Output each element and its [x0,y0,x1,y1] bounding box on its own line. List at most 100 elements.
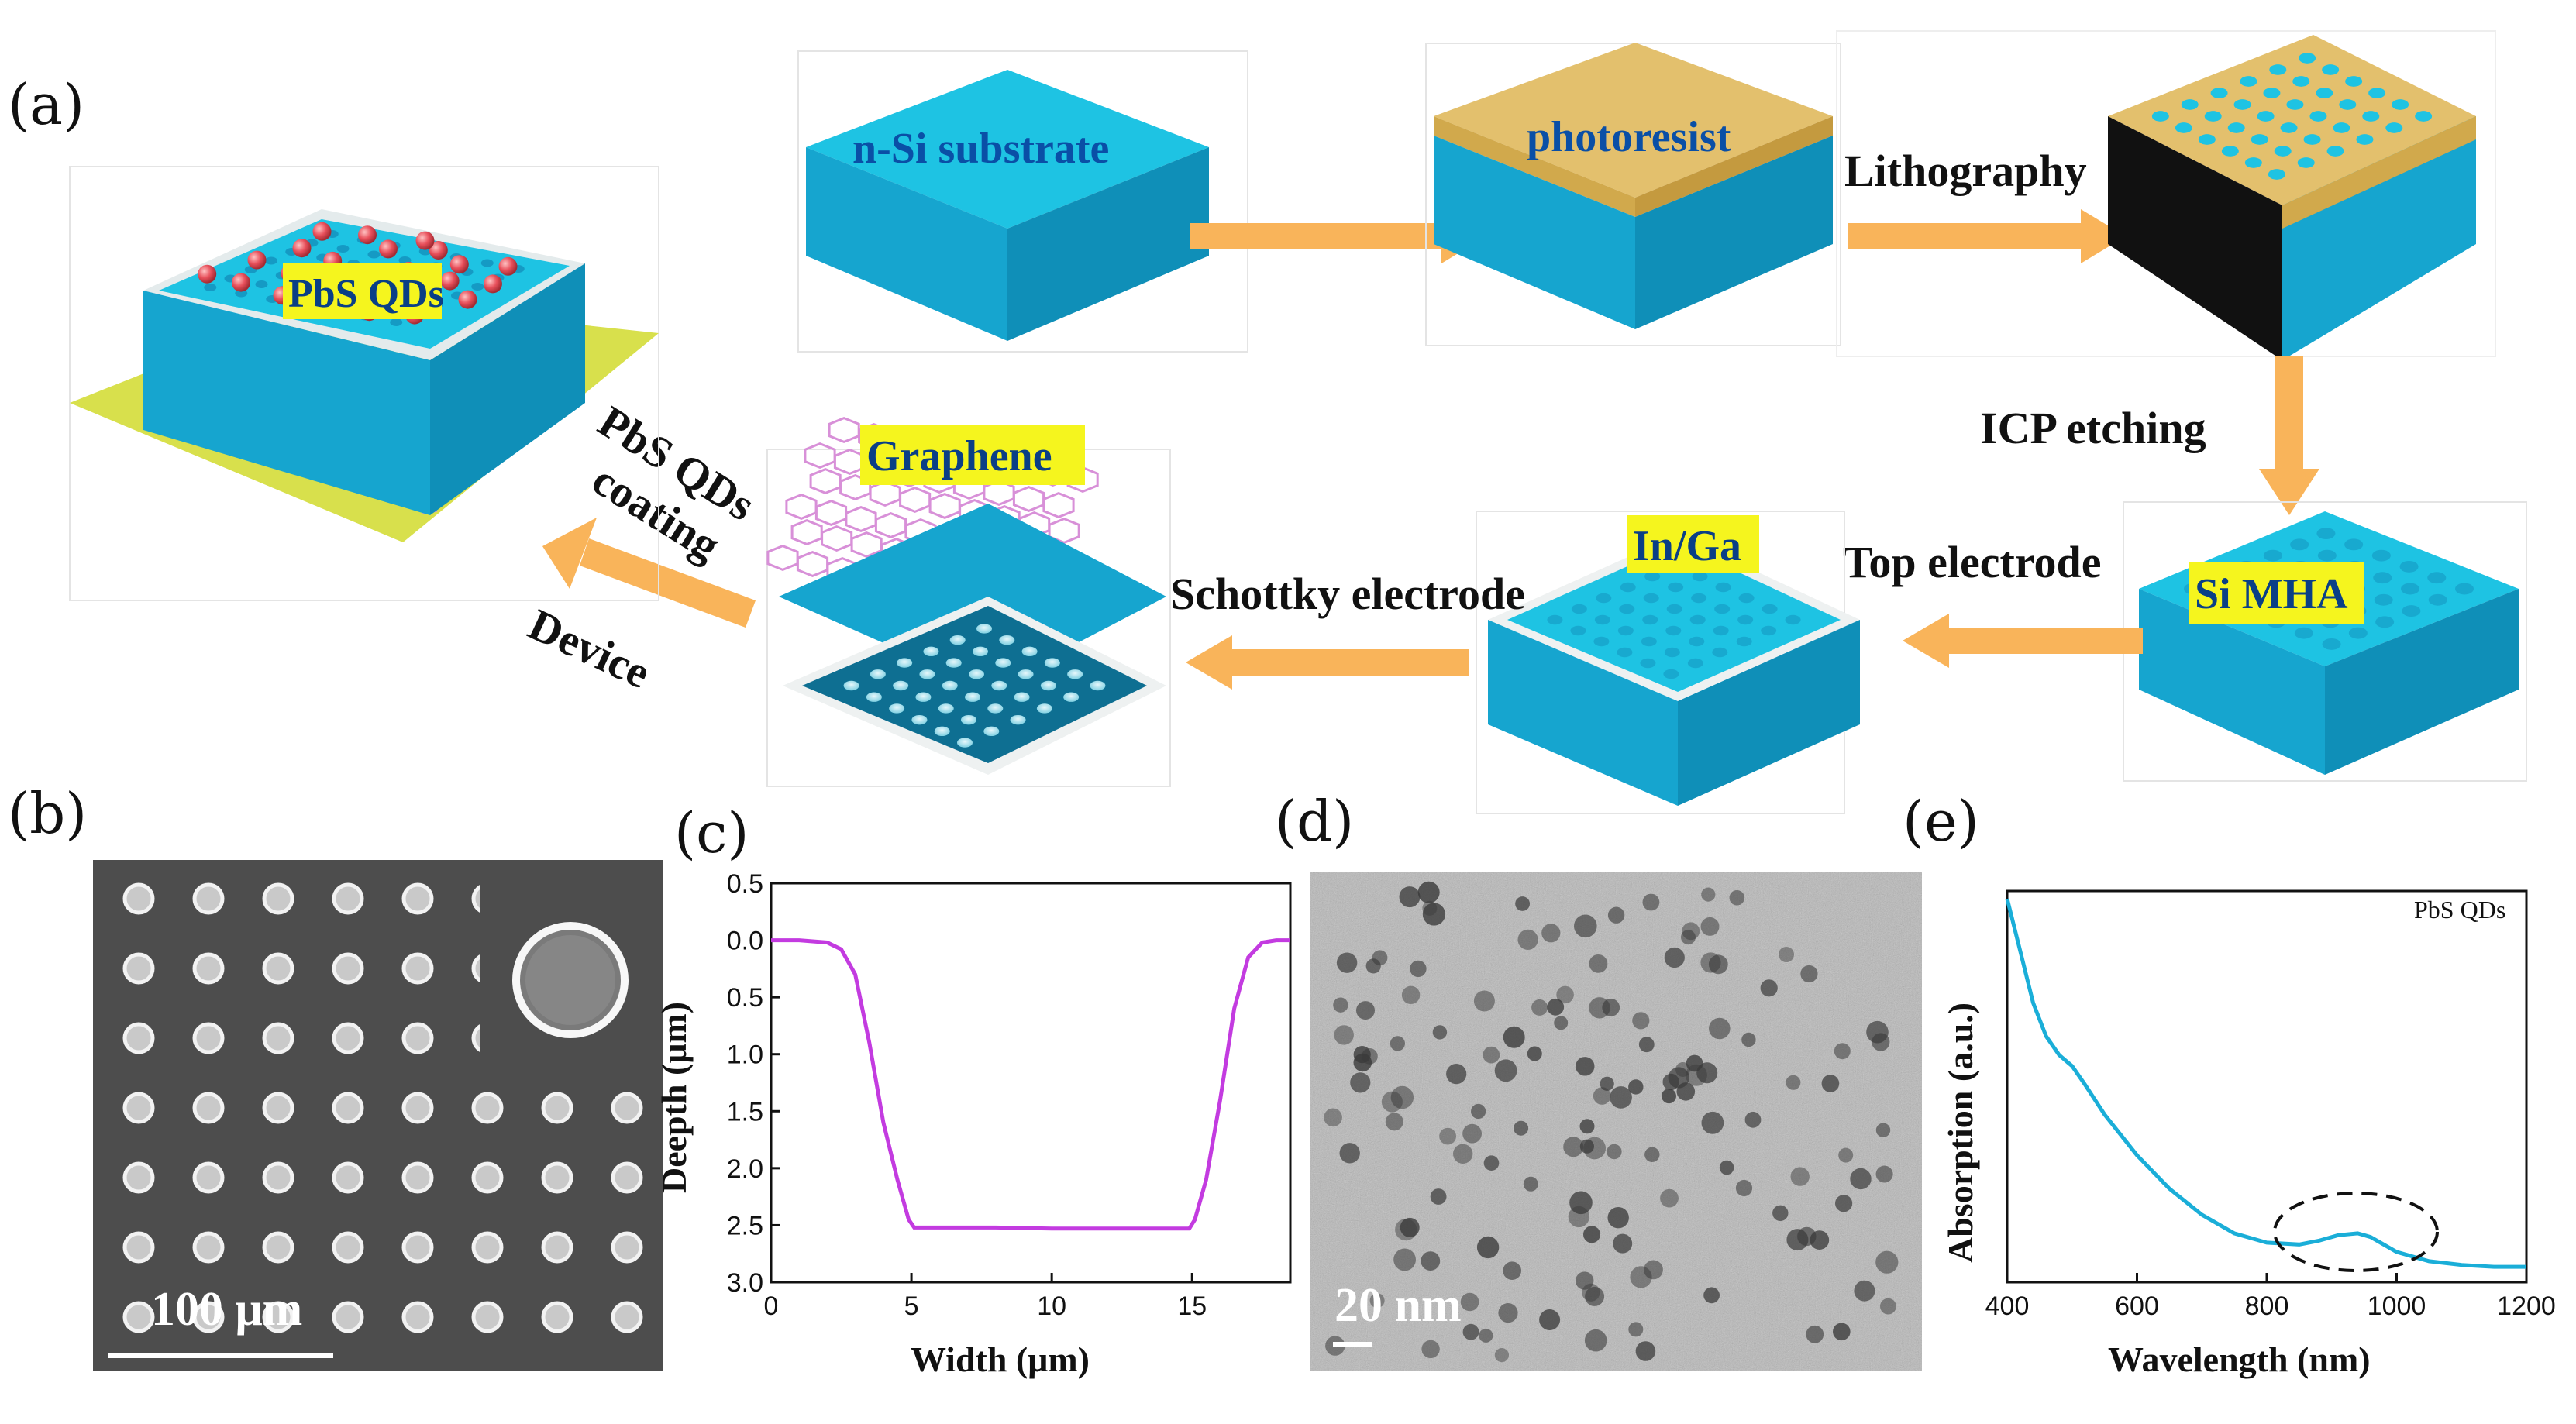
tem-nanocrystal [1494,1059,1517,1082]
graphene-hexagon [899,486,932,514]
pbs-qd [483,274,502,294]
graphene-well [983,726,1000,737]
tem-nanocrystal [1574,914,1597,938]
arrow-5 [1186,635,1469,690]
lithography-hole [2385,122,2403,133]
in-ga-hole [1593,636,1610,647]
pbs-qd [247,250,267,270]
tem-nanocrystal [1479,1328,1493,1343]
tem-nanocrystal [1471,1103,1486,1120]
in-ga-hole [1738,593,1755,604]
tem-nanocrystal [1439,1127,1456,1145]
si-mha-hole [2373,572,2392,584]
in-ga-hole [1596,593,1612,604]
graphene-well [889,703,905,714]
graphene-well [961,714,976,725]
y-tick-label: 3.0 [727,1268,763,1298]
tem-nanocrystal [1483,1046,1500,1064]
device-hole [235,289,248,298]
arrow-2 [1848,209,2126,263]
device-label: Device [522,599,658,698]
tem-nanocrystal [1523,1176,1538,1192]
tem-nanocrystal [1568,1206,1589,1228]
tem-nanocrystal [1850,1168,1872,1190]
arrow-6 [542,518,756,628]
lithography-hole [2286,99,2304,110]
graphene-hexagon [1048,517,1080,545]
tem-nanocrystal [1462,1323,1479,1340]
tem-nanocrystal [1854,1280,1875,1302]
tem-nanocrystal [1381,1091,1403,1113]
tem-nanocrystal [1390,1085,1414,1109]
tem-nanocrystal [1800,965,1818,983]
tem-nanocrystal [1821,1075,1840,1092]
graphene-well [1010,714,1026,725]
tem-nanocrystal [1700,952,1721,973]
tem-nanocrystal [1703,1287,1720,1304]
lithography-hole [2240,76,2257,87]
tem-nanocrystal [1503,1261,1521,1280]
icp-etching-label: ICP etching [1980,403,2206,453]
pbs-qd [415,231,435,250]
tem-nanocrystal [1644,1147,1660,1163]
in-ga-hole [1619,604,1635,614]
graphene-well [1090,680,1106,691]
y-tick-label: 2.0 [727,1154,763,1184]
tem-nanocrystal [1334,1025,1354,1045]
tem-nanocrystal [1569,1191,1593,1215]
tem-nanocrystal [1686,1054,1703,1072]
lithography-hole [2309,111,2327,122]
lithography-hole [2362,111,2380,122]
tem-nanocrystals [1324,881,1899,1363]
y-tick-label: 1.5 [727,1097,763,1126]
graphene-well [919,669,935,679]
lithography-hole [2368,88,2386,98]
in-ga-hole [1620,582,1636,593]
graphene-well [1040,680,1056,691]
tem-nanocrystal [1833,1323,1851,1341]
in-ga-hole [1643,593,1659,604]
tem-nanocrystal [1719,1160,1734,1175]
tem-nanocrystal [1806,1325,1824,1343]
graphene-hexagon [1012,485,1045,513]
tem-nanocrystal [1432,1025,1448,1040]
tem-nanocrystal [1607,1144,1622,1160]
tem-nanocrystal [1786,1075,1801,1090]
in-ga-hole [1715,582,1731,593]
si-mha-hole [2263,549,2282,562]
tem-nanocrystal [1333,997,1348,1013]
tem-nanocrystal [1576,1057,1595,1076]
tem-nanocrystal [1701,887,1716,902]
graphene-well [999,635,1015,645]
tem-nanocrystal [1589,997,1610,1019]
graphene-well [942,680,958,691]
chart-e-xlabel: Wavelength (nm) [2108,1340,2371,1379]
si-mha-hole [2317,549,2337,562]
device-hole [480,259,494,267]
graphene-well [995,658,1011,668]
graphene-well [870,669,886,679]
tem-nanocrystal [1446,1064,1467,1085]
lithography-hole [2316,88,2333,98]
tem-nanocrystal [1880,1298,1896,1315]
in-ga-hole [1691,593,1707,604]
in-ga-hole [1570,625,1586,636]
graphene-well [923,646,939,657]
graphene-block: Graphene [766,416,1171,787]
lithography-hole [2268,169,2285,180]
graphene-hexagon [796,550,829,578]
lithography-hole [2339,99,2357,110]
in-ga-hole [1644,571,1661,582]
tem-nanocrystal [1685,1064,1707,1086]
y-tick-label: 0.5 [727,983,763,1013]
in-ga-hole [1617,625,1634,636]
tem-nanocrystal [1399,886,1421,908]
graphene-well [957,738,973,748]
graphene-hexagon [828,416,860,444]
tem-nanocrystal [1866,1020,1889,1044]
si-mha-hole [2322,638,2341,650]
in-ga-hole [1689,636,1705,647]
chart-c-frame [770,882,1292,1284]
in-ga-hole [1547,614,1563,625]
